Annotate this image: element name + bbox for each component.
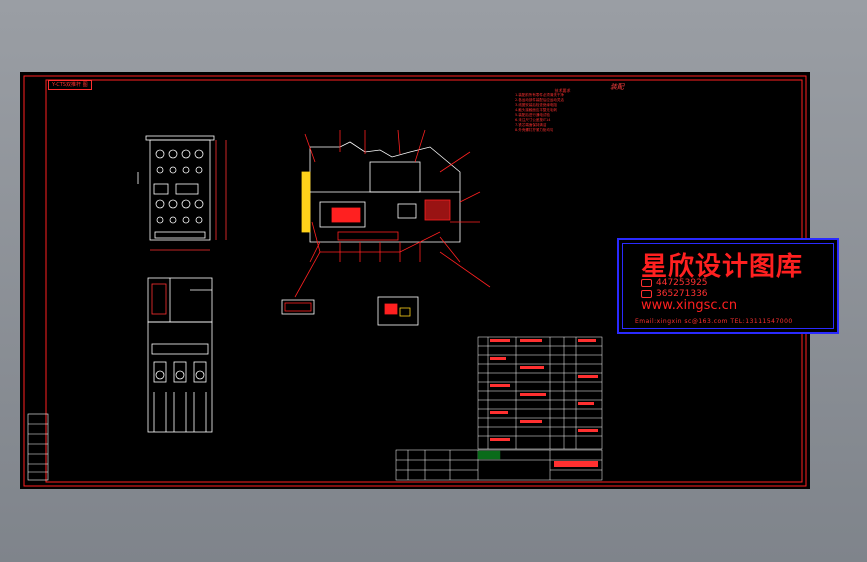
top-view (137, 135, 227, 251)
note-line: 2.各运动部件装配后应运动灵活 (515, 98, 564, 102)
sheet-tag: Y-CTS双推杆 图 (48, 80, 92, 90)
qq-icon (641, 278, 652, 287)
drawing-sheet (23, 75, 807, 487)
qq-icon (641, 289, 652, 298)
section-view (294, 129, 491, 298)
watermark-qq-2: 365271336 (641, 289, 708, 299)
corner-note: 装配 (610, 83, 624, 91)
note-line: 1.装配前所有零件必须清洗干净 (515, 93, 564, 97)
note-line: 5.装配后进行通电试验 (515, 113, 550, 117)
front-view (147, 277, 213, 433)
note-line: 6.未注尺寸公差按IT14 (515, 118, 551, 122)
watermark-card: 星欣设计图库 447253925 365271336 www.xingsc.cn… (617, 238, 839, 334)
note-line: 4.触头接触面应平整无毛刺 (515, 108, 557, 112)
note-line: 8.外壳螺钉拧紧力矩均匀 (515, 128, 554, 132)
notes-title: 技术要求 (554, 88, 571, 93)
detail-views (281, 296, 419, 326)
watermark-qq-1: 447253925 (641, 278, 708, 288)
revision-block (27, 413, 49, 481)
watermark-url[interactable]: www.xingsc.cn (641, 298, 738, 313)
qq-number-1: 447253925 (656, 278, 708, 288)
watermark-title: 星欣设计图库 (641, 252, 804, 282)
title-block (395, 449, 603, 481)
technical-notes: 技术要求 1.装配前所有零件必须清洗干净 2.各运动部件装配后应运动灵活 3.线… (515, 88, 610, 133)
watermark-email: Email:xingxin sc@163.com TEL:13111547000 (635, 318, 793, 325)
qq-number-2: 365271336 (656, 289, 708, 299)
note-line: 3.线圈安装后检查绝缘电阻 (515, 103, 557, 107)
parts-list-text (490, 339, 598, 441)
watermark-inner-frame (622, 243, 834, 329)
note-line: 7.铁芯端面保持清洁 (515, 123, 547, 127)
parts-list (477, 336, 603, 450)
